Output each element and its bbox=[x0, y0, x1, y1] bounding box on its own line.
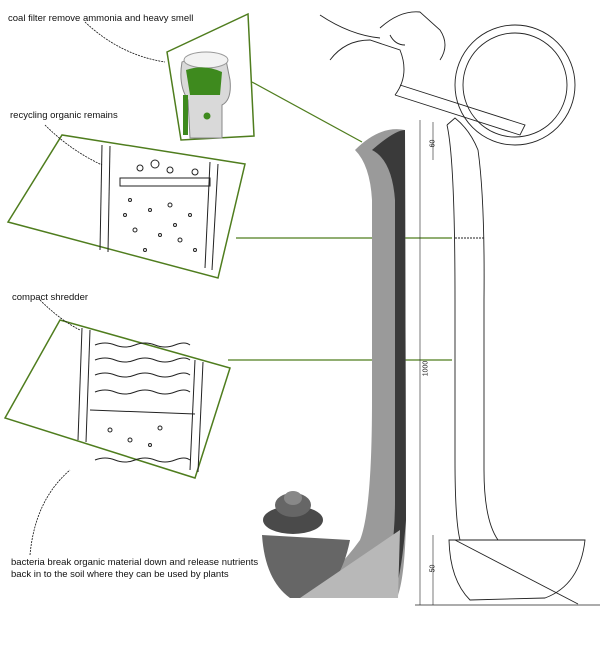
connector-filter bbox=[251, 81, 363, 143]
dimension-bottom: 50 bbox=[429, 564, 437, 573]
dimension-top: 60 bbox=[429, 139, 437, 148]
panel-coal-filter bbox=[166, 12, 255, 141]
technical-drawing bbox=[319, 11, 600, 606]
panel-shredder bbox=[3, 319, 231, 479]
product-render bbox=[262, 129, 406, 598]
panel-recycling bbox=[6, 134, 246, 279]
succulent-plant-icon bbox=[263, 491, 323, 534]
connector-lines bbox=[228, 81, 452, 361]
dimension-total: 1000 bbox=[422, 360, 430, 377]
leader-lines bbox=[29, 21, 166, 556]
label-coal-filter: coal filter remove ammonia and heavy sme… bbox=[8, 13, 194, 24]
label-bacteria-line1: bacteria break organic material down and… bbox=[11, 557, 259, 568]
label-bacteria-line2: back in to the soil where they can be us… bbox=[11, 569, 229, 580]
label-recycling: recycling organic remains bbox=[10, 110, 118, 121]
label-shredder: compact shredder bbox=[12, 292, 89, 303]
